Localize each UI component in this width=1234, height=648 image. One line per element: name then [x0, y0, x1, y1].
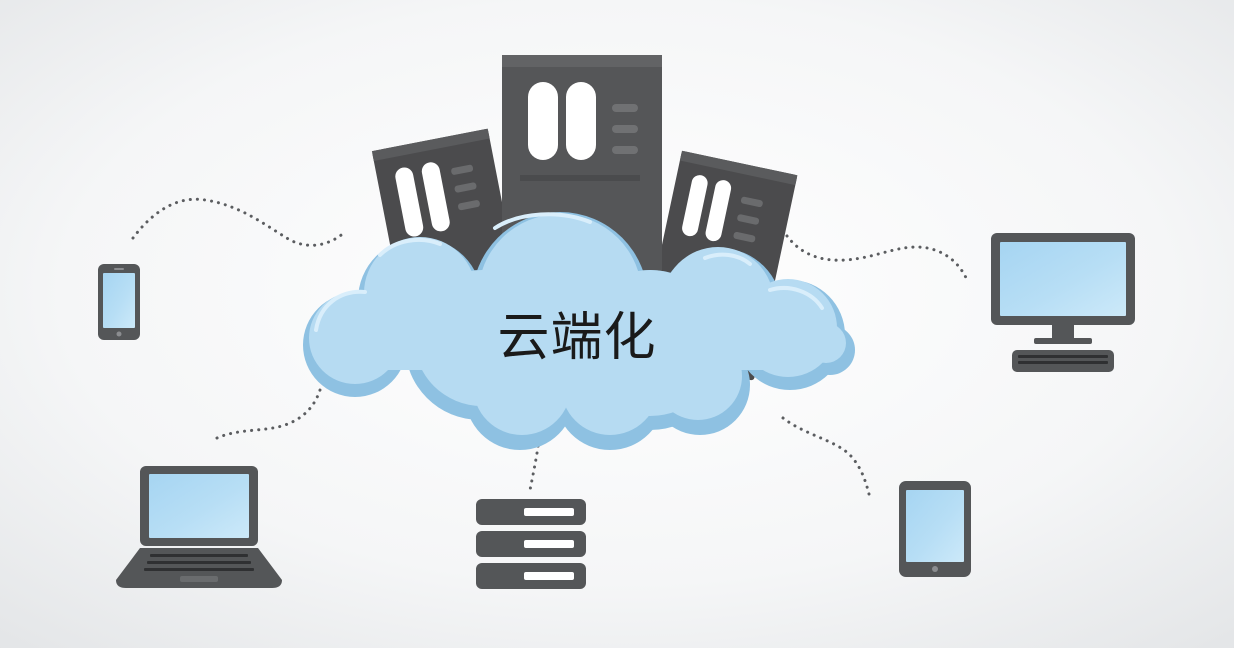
server-stack-icon — [476, 499, 586, 589]
desktop-monitor-icon — [991, 233, 1135, 372]
laptop-icon — [116, 466, 282, 588]
connector-laptop — [215, 388, 322, 440]
connector-server — [528, 430, 542, 492]
connector-desktop — [781, 228, 970, 284]
smartphone-icon — [98, 264, 140, 340]
connector-lines — [131, 197, 970, 500]
connector-tablet — [781, 416, 872, 500]
connector-phone — [131, 197, 347, 247]
tablet-icon — [899, 481, 971, 577]
cloud-label: 云端化 — [497, 308, 656, 368]
cloud-shape — [303, 212, 855, 450]
